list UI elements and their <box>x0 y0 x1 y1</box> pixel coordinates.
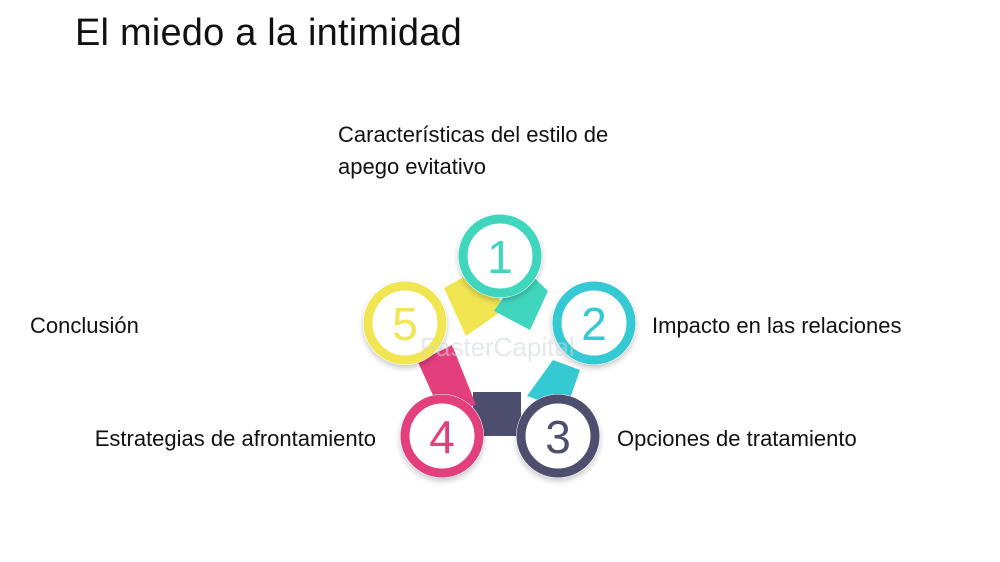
step-5-number: 5 <box>392 298 418 350</box>
step-3-label: Opciones de tratamiento <box>617 426 857 451</box>
step-1-number: 1 <box>487 231 513 283</box>
step-2-node: 2 <box>552 281 636 365</box>
step-4-number: 4 <box>429 411 455 463</box>
step-1-label-line1: Características del estilo de <box>338 122 609 147</box>
step-2-label: Impacto en las relaciones <box>652 313 902 338</box>
step-3-number: 3 <box>545 411 571 463</box>
step-1-node: 1 <box>458 214 542 298</box>
step-5-node: 5 <box>363 281 447 365</box>
watermark-text: FasterCapital <box>420 332 575 362</box>
step-4-node: 4 <box>400 394 484 478</box>
step-3-node: 3 <box>516 394 600 478</box>
connector-4-5 <box>418 345 476 413</box>
connector-5-1 <box>444 270 506 336</box>
step-4-label: Estrategias de afrontamiento <box>94 426 376 451</box>
slide-title: El miedo a la intimidad <box>75 12 462 54</box>
step-5-label: Conclusión <box>30 313 139 338</box>
step-1-label: Características del estilo de apego evit… <box>338 119 608 183</box>
connector-3-4 <box>473 392 521 436</box>
connector-1-2 <box>494 268 548 330</box>
step-1-label-line2: apego evitativo <box>338 154 486 179</box>
step-2-number: 2 <box>581 298 607 350</box>
